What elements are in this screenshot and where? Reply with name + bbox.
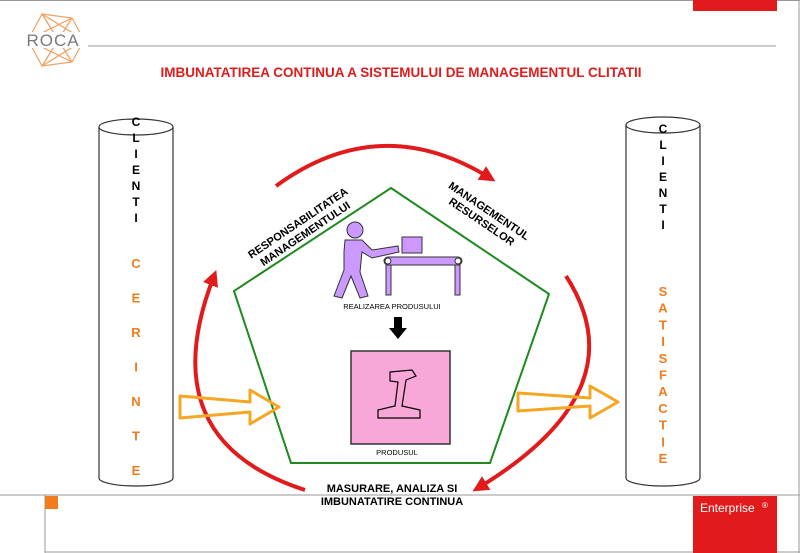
top-right-accent	[693, 0, 777, 11]
responsabilitatea-label: RESPONSABILITATEA MANAGEMENTULUI	[246, 186, 353, 269]
produsul-label: PRODUSUL	[376, 448, 418, 457]
production-illustration	[333, 221, 463, 299]
process-pentagon	[232, 186, 551, 464]
realizarea-label: REALIZAREA PRODUSULUI	[343, 302, 441, 311]
logo-text: ROCA	[26, 31, 79, 50]
cycle-arrow-icon	[274, 144, 496, 188]
masurare-label-line1: MASURARE, ANALIZA SI	[327, 483, 458, 495]
box-icon	[401, 236, 423, 254]
bottom-left-accent	[45, 496, 58, 509]
cycle-arrow-icon	[193, 270, 306, 492]
output-arrow-icon	[516, 384, 620, 420]
diagram-title: IMBUNATATIREA CONTINUA A SISTEMULUI DE M…	[161, 65, 642, 80]
worker-figure-icon	[333, 221, 400, 299]
logo: ROCA	[20, 13, 86, 67]
registered-mark: ®	[762, 501, 768, 510]
enterprise-label: Enterprise	[700, 501, 755, 515]
down-arrow-icon	[389, 317, 407, 339]
resurse-label: MANAGEMENTUL RESURSELOR	[446, 180, 531, 249]
bottom-right-accent	[693, 496, 777, 553]
svg-text:RESPONSABILITATEA: RESPONSABILITATEA	[246, 186, 350, 262]
input-arrow-icon	[178, 388, 281, 426]
product-box	[350, 350, 451, 445]
cycle-arrow-icon	[472, 274, 592, 492]
masurare-label-line2: IMBUNATATIRE CONTINUA	[321, 496, 463, 508]
conveyor-icon	[383, 256, 463, 296]
rail-profile-icon	[377, 369, 421, 419]
